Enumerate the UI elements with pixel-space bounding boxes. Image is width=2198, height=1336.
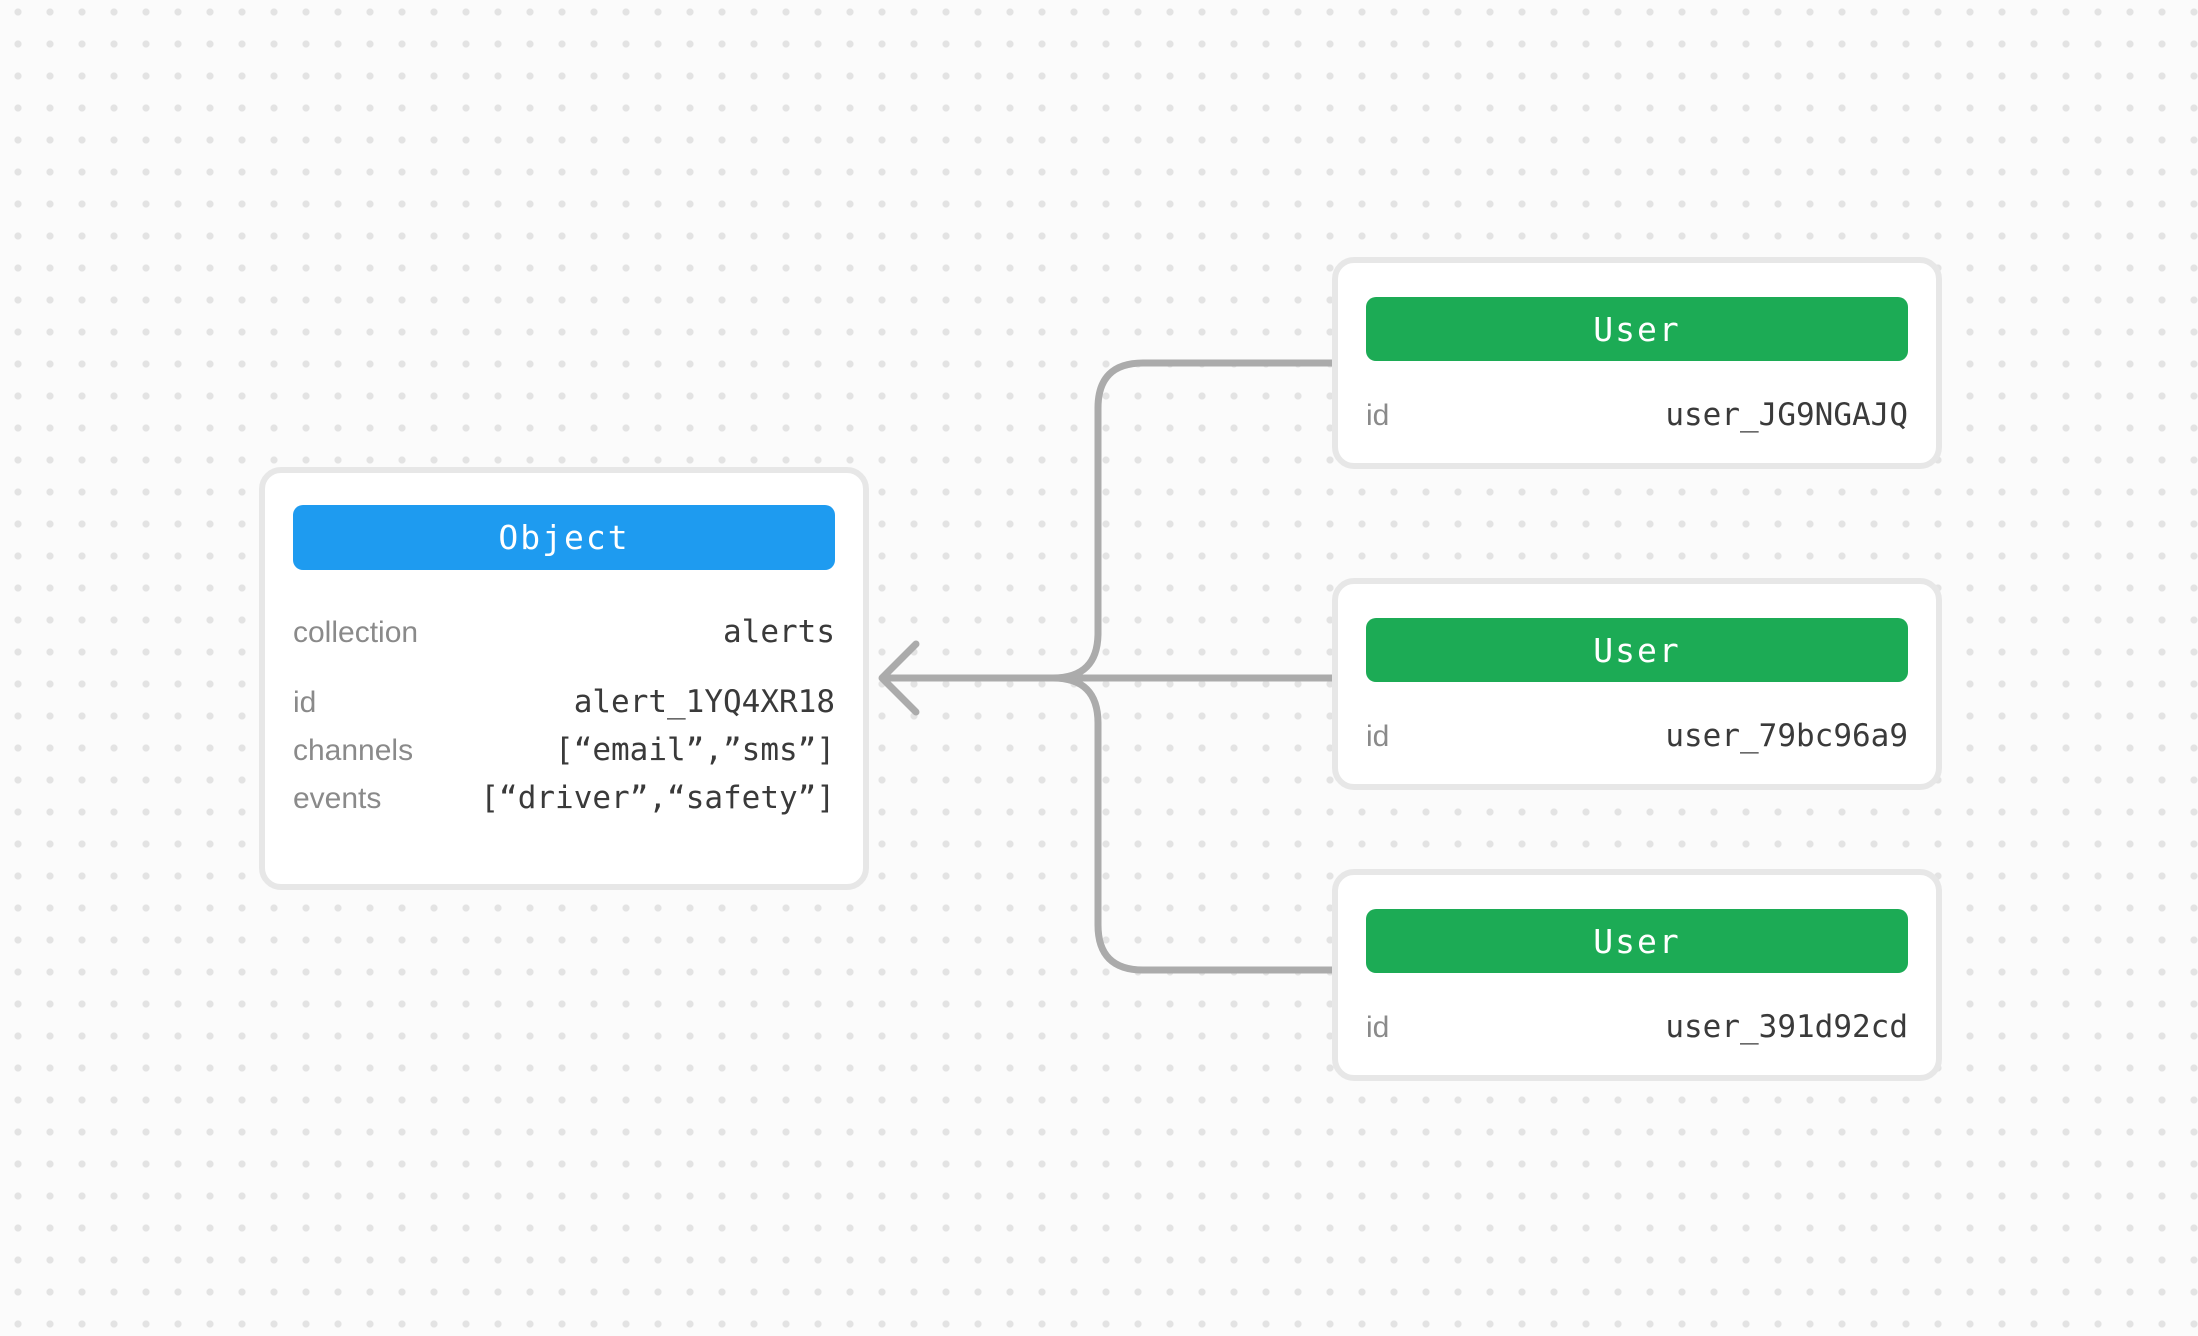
object-node[interactable]: Object collection alerts id alert_1YQ4XR… — [259, 467, 869, 890]
user-node-1[interactable]: User id user_JG9NGAJQ — [1332, 257, 1942, 469]
field-row-id: id user_391d92cd — [1366, 1009, 1908, 1045]
field-row-id: id user_JG9NGAJQ — [1366, 397, 1908, 433]
field-value: user_391d92cd — [1665, 1009, 1908, 1045]
field-label: events — [293, 782, 382, 815]
field-label: collection — [293, 616, 419, 649]
field-value: alert_1YQ4XR18 — [573, 684, 835, 720]
user-node-header: User — [1366, 297, 1908, 361]
user-node-header: User — [1366, 909, 1908, 973]
edge-user3-to-object — [1016, 674, 1338, 974]
field-label: channels — [293, 734, 414, 767]
user-node-header: User — [1366, 618, 1908, 682]
field-row-channels: channels [“email”,”sms”] — [293, 732, 835, 768]
user-node-2[interactable]: User id user_79bc96a9 — [1332, 578, 1942, 790]
field-row-collection: collection alerts — [293, 614, 835, 650]
arrowhead-icon — [878, 640, 920, 716]
field-value: [“email”,”sms”] — [555, 732, 835, 768]
field-row-id: id alert_1YQ4XR18 — [293, 684, 835, 720]
field-value: user_JG9NGAJQ — [1665, 397, 1908, 433]
field-row-id: id user_79bc96a9 — [1366, 718, 1908, 754]
object-node-header: Object — [293, 505, 835, 570]
field-label: id — [1366, 1011, 1390, 1044]
field-row-events: events [“driver”,“safety”] — [293, 780, 835, 816]
field-label: id — [1366, 399, 1390, 432]
field-label: id — [293, 686, 317, 719]
field-value: alerts — [723, 614, 835, 650]
field-value: [“driver”,“safety”] — [480, 780, 835, 816]
edge-user1-to-object — [1016, 359, 1338, 682]
user-node-3[interactable]: User id user_391d92cd — [1332, 869, 1942, 1081]
field-label: id — [1366, 720, 1390, 753]
field-value: user_79bc96a9 — [1665, 718, 1908, 754]
